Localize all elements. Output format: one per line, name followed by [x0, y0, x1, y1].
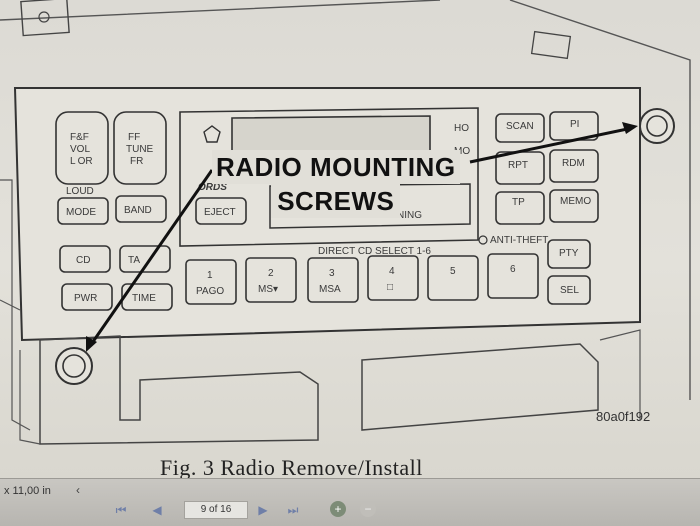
- arrow-left-head: [86, 336, 97, 352]
- document-page: AUTO HEAD CLEANING ORDS HO MO F&F VOL L …: [0, 0, 700, 478]
- tune-label-3: FR: [130, 156, 143, 167]
- preset-6-button: [487, 253, 539, 299]
- preset-5-number: 5: [450, 266, 456, 277]
- mode-label: MODE: [66, 207, 96, 218]
- mo-label: MO: [454, 146, 470, 157]
- scan-label: SCAN: [506, 121, 534, 132]
- mode-button: [57, 197, 109, 225]
- zoom-out-icon[interactable]: −: [360, 501, 376, 517]
- callout-label: RADIO MOUNTING SCREWS: [212, 150, 460, 218]
- memo-button: [549, 189, 599, 223]
- preset-1-button: [185, 259, 237, 305]
- preset-3-sub: MSA: [319, 284, 341, 295]
- viewer-toolbar: x 11,00 in ‹ ⏮ ◀ 9 of 16 ▶ ⏭ + −: [0, 478, 700, 526]
- lower-bracket-left: [39, 335, 319, 445]
- pwr-button: [61, 283, 113, 311]
- band-label: BAND: [124, 205, 152, 216]
- rdm-button: [549, 149, 599, 183]
- cd-button: [59, 245, 111, 273]
- callout-line-2: SCREWS: [271, 184, 401, 218]
- tune-label-1: FF: [128, 132, 140, 143]
- ta-label: TA: [128, 255, 140, 266]
- rpt-label: RPT: [508, 160, 528, 171]
- preset-2-number: 2: [268, 268, 274, 279]
- vol-label-2: VOL: [70, 144, 90, 155]
- pwr-label: PWR: [74, 293, 97, 304]
- right-screw-inner: [646, 115, 668, 137]
- left-screw: [55, 347, 93, 385]
- pentastar-logo: [203, 125, 221, 143]
- cassette-slot: [269, 183, 471, 229]
- figure-id: 80a0f192: [596, 409, 651, 424]
- rdm-label: RDM: [562, 158, 585, 169]
- pty-button: [547, 239, 591, 269]
- preset-3-number: 3: [329, 268, 335, 279]
- callout-line-1: RADIO MOUNTING: [212, 150, 460, 184]
- preset-2-button: [245, 257, 297, 303]
- preset-3-button: [307, 257, 359, 303]
- tune-knob: [113, 111, 167, 185]
- page-size-label: x 11,00 in: [4, 485, 51, 497]
- pty-label: PTY: [559, 248, 579, 259]
- right-screw: [639, 108, 675, 144]
- time-label: TIME: [132, 293, 156, 304]
- pi-label: PI: [570, 119, 579, 130]
- preset-buttons: 1 PAGO 2 MS▾ 3 MSA 4 □ 5 6: [185, 253, 539, 305]
- sel-label: SEL: [560, 285, 579, 296]
- ta-button: [119, 245, 171, 273]
- left-screw-inner: [62, 354, 86, 378]
- lower-bracket-right: [361, 343, 599, 431]
- ho-label: HO: [454, 123, 469, 134]
- anti-theft-led: [478, 235, 488, 245]
- preset-1-sub: PAGO: [196, 286, 224, 297]
- vol-label-3: L OR: [70, 156, 93, 167]
- preset-4-number: 4: [389, 266, 395, 277]
- volume-knob: [55, 111, 109, 185]
- zoom-in-icon[interactable]: +: [330, 501, 346, 517]
- eject-button: [195, 197, 247, 225]
- preset-4-sub: □: [387, 282, 393, 293]
- collapse-icon[interactable]: ‹: [76, 483, 80, 497]
- anti-theft-label: ANTI-THEFT: [490, 235, 548, 246]
- lower-frame-lines: [19, 329, 641, 445]
- prev-page-icon[interactable]: ◀: [152, 503, 162, 517]
- dash-tab: [530, 30, 572, 60]
- arrow-right-line: [469, 126, 633, 164]
- preset-4-button: [367, 255, 419, 301]
- arrow-right-head: [622, 122, 638, 134]
- direct-select-label: DIRECT CD SELECT 1-6: [318, 246, 431, 257]
- tp-label: TP: [512, 197, 525, 208]
- preset-2-sub: MS▾: [258, 284, 278, 295]
- first-page-icon[interactable]: ⏮: [115, 503, 127, 517]
- dash-outline: [0, 0, 691, 400]
- dash-bracket: [20, 0, 70, 37]
- eject-label: EJECT: [204, 207, 236, 218]
- loud-label: LOUD: [66, 186, 94, 197]
- figure-caption: Fig. 3 Radio Remove/Install: [160, 455, 423, 478]
- arrow-left-line: [88, 169, 214, 347]
- scan-button: [495, 113, 545, 143]
- page-counter-input[interactable]: 9 of 16: [184, 501, 248, 519]
- preset-6-number: 6: [510, 264, 516, 275]
- last-page-icon[interactable]: ⏭: [287, 503, 299, 517]
- next-page-icon[interactable]: ▶: [258, 503, 268, 517]
- bracket-hole: [38, 11, 50, 23]
- sel-button: [547, 275, 591, 305]
- tp-button: [495, 191, 545, 225]
- display-bezel: [179, 107, 479, 247]
- radio-figure: AUTO HEAD CLEANING ORDS HO MO F&F VOL L …: [0, 0, 691, 445]
- preset-5-button: [427, 255, 479, 301]
- cd-label: CD: [76, 255, 90, 266]
- time-button: [121, 283, 173, 311]
- tune-label-2: TUNE: [126, 144, 154, 155]
- left-panel-lines: [0, 179, 31, 431]
- memo-label: MEMO: [560, 196, 591, 207]
- rds-label: ORDS: [198, 182, 227, 193]
- vol-label-1: F&F: [70, 132, 89, 143]
- band-button: [115, 195, 167, 223]
- preset-1-number: 1: [207, 270, 213, 281]
